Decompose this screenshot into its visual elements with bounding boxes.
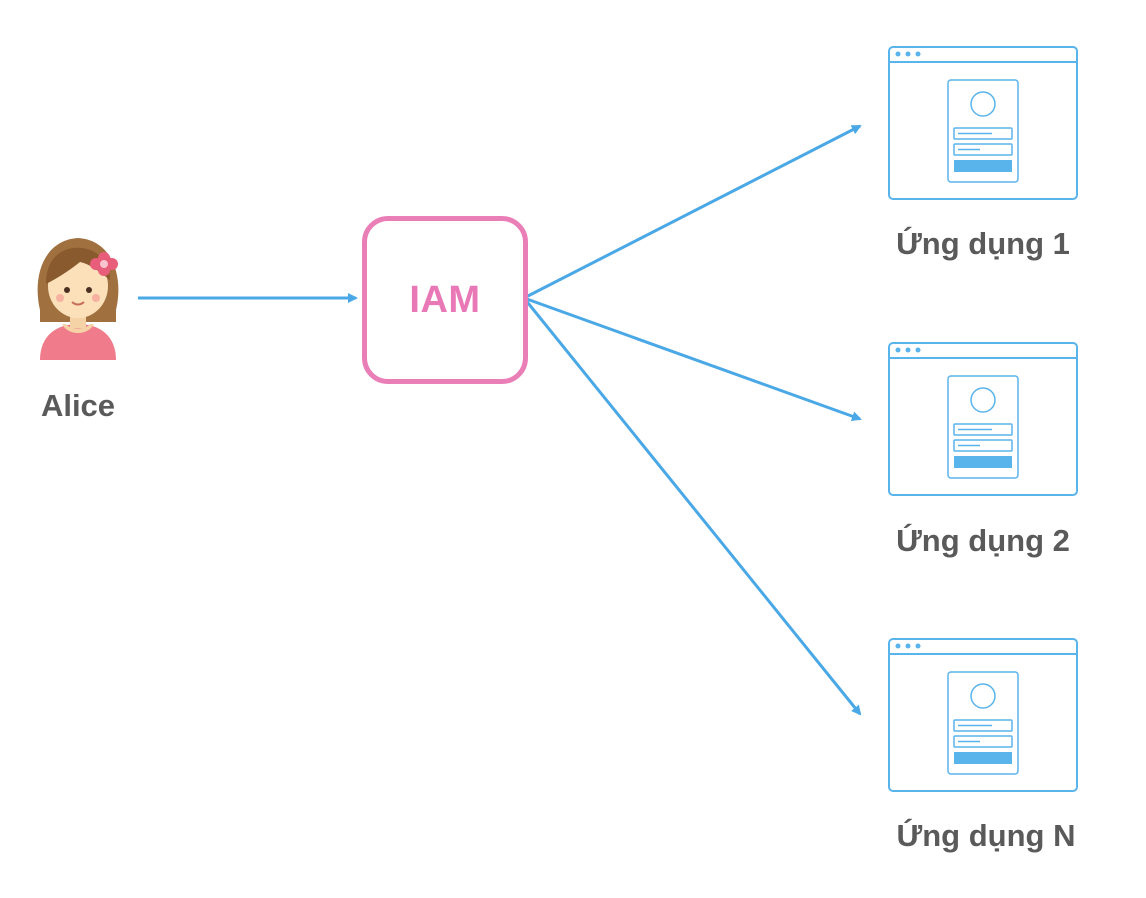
browser-login-window-icon [888, 342, 1078, 496]
arrow-iam-to-app-1 [523, 124, 862, 300]
app-1-label: Ứng dụng 1 [896, 226, 1070, 261]
person-name-label: Alice [40, 388, 116, 423]
app-n-label: Ứng dụng N [896, 818, 1076, 853]
girl-avatar-icon [37, 238, 119, 360]
browser-login-window-icon [888, 46, 1078, 200]
arrow-iam-to-app-2 [523, 296, 862, 421]
arrow-iam-to-app-n [522, 297, 862, 716]
browser-login-window-icon [888, 638, 1078, 792]
iam-label: IAM [409, 278, 481, 321]
iam-node: IAM [362, 216, 528, 384]
app-2-label: Ứng dụng 2 [896, 523, 1070, 558]
